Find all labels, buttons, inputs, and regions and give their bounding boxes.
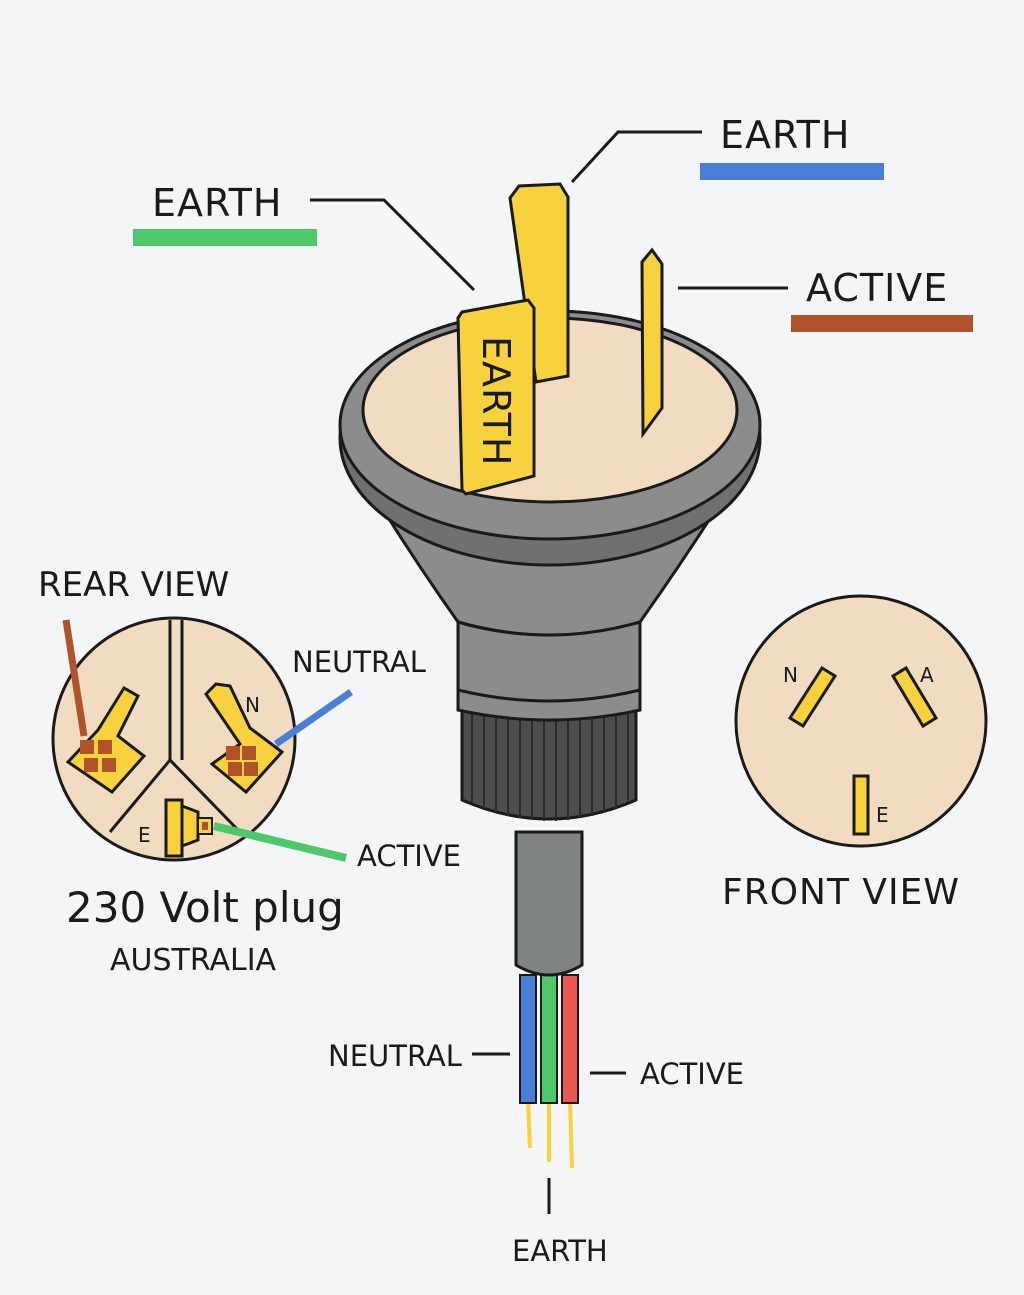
plug-body: [338, 309, 762, 821]
rear-active-wire: [62, 619, 88, 737]
cable-neutral-label: NEUTRAL: [328, 1039, 462, 1073]
front-view: N A E FRONT VIEW: [722, 594, 988, 913]
earth-top-right-callout: EARTH: [570, 113, 884, 184]
active-top-callout: ACTIVE: [678, 266, 973, 332]
earth-top-left-label: EARTH: [152, 181, 282, 225]
plug-title: 230 Volt plug: [66, 883, 344, 932]
rear-active-label: ACTIVE: [357, 839, 461, 873]
earth-blade: [456, 298, 536, 496]
rear-view-disc: [51, 616, 297, 862]
cable-labels: NEUTRAL ACTIVE EARTH: [328, 1039, 744, 1268]
front-e-label: E: [876, 803, 889, 827]
front-view-title: FRONT VIEW: [722, 872, 960, 913]
plug-country: AUSTRALIA: [110, 943, 277, 978]
rear-earth-terminal: [164, 798, 213, 858]
rear-view-title: REAR VIEW: [38, 565, 229, 605]
grip-knurl: [471, 712, 629, 821]
rear-neutral-wire: [274, 689, 353, 747]
cable-sheath: [514, 830, 584, 977]
plug-collar: [456, 620, 642, 722]
active-top-label: ACTIVE: [806, 266, 948, 310]
active-brown-swatch: [791, 315, 973, 332]
earth-wire: [540, 974, 558, 1104]
front-active-slot: [890, 665, 939, 729]
active-wire: [561, 974, 579, 1104]
rear-e-label: E: [138, 823, 151, 847]
earth-top-left-callout: EARTH: [133, 181, 476, 292]
rear-earth-wire: [213, 822, 347, 862]
rear-right-terminal: [204, 682, 285, 795]
rear-neutral-label: NEUTRAL: [292, 645, 426, 679]
front-n-label: N: [783, 663, 798, 687]
cable-earth-label: EARTH: [512, 1234, 608, 1268]
front-a-label: A: [920, 663, 934, 687]
earth-green-swatch: [133, 229, 317, 246]
front-neutral-slot: [787, 665, 838, 729]
rear-n-label: N: [245, 693, 260, 717]
earth-blue-swatch: [700, 163, 884, 180]
earth-top-right-label: EARTH: [720, 113, 850, 157]
plug-pins: EARTH: [456, 182, 664, 496]
earth-pin-text: EARTH: [474, 336, 518, 466]
neutral-wire: [519, 974, 537, 1104]
active-pin: [640, 247, 664, 439]
front-view-disc: [734, 594, 988, 848]
cable-active-label: ACTIVE: [640, 1057, 744, 1091]
rear-view: REAR VIEW N E: [38, 565, 461, 978]
rear-left-terminal: [65, 685, 147, 794]
front-earth-slot: [852, 774, 870, 836]
cable-wires: [519, 974, 579, 1169]
plug-grip: [460, 708, 638, 821]
